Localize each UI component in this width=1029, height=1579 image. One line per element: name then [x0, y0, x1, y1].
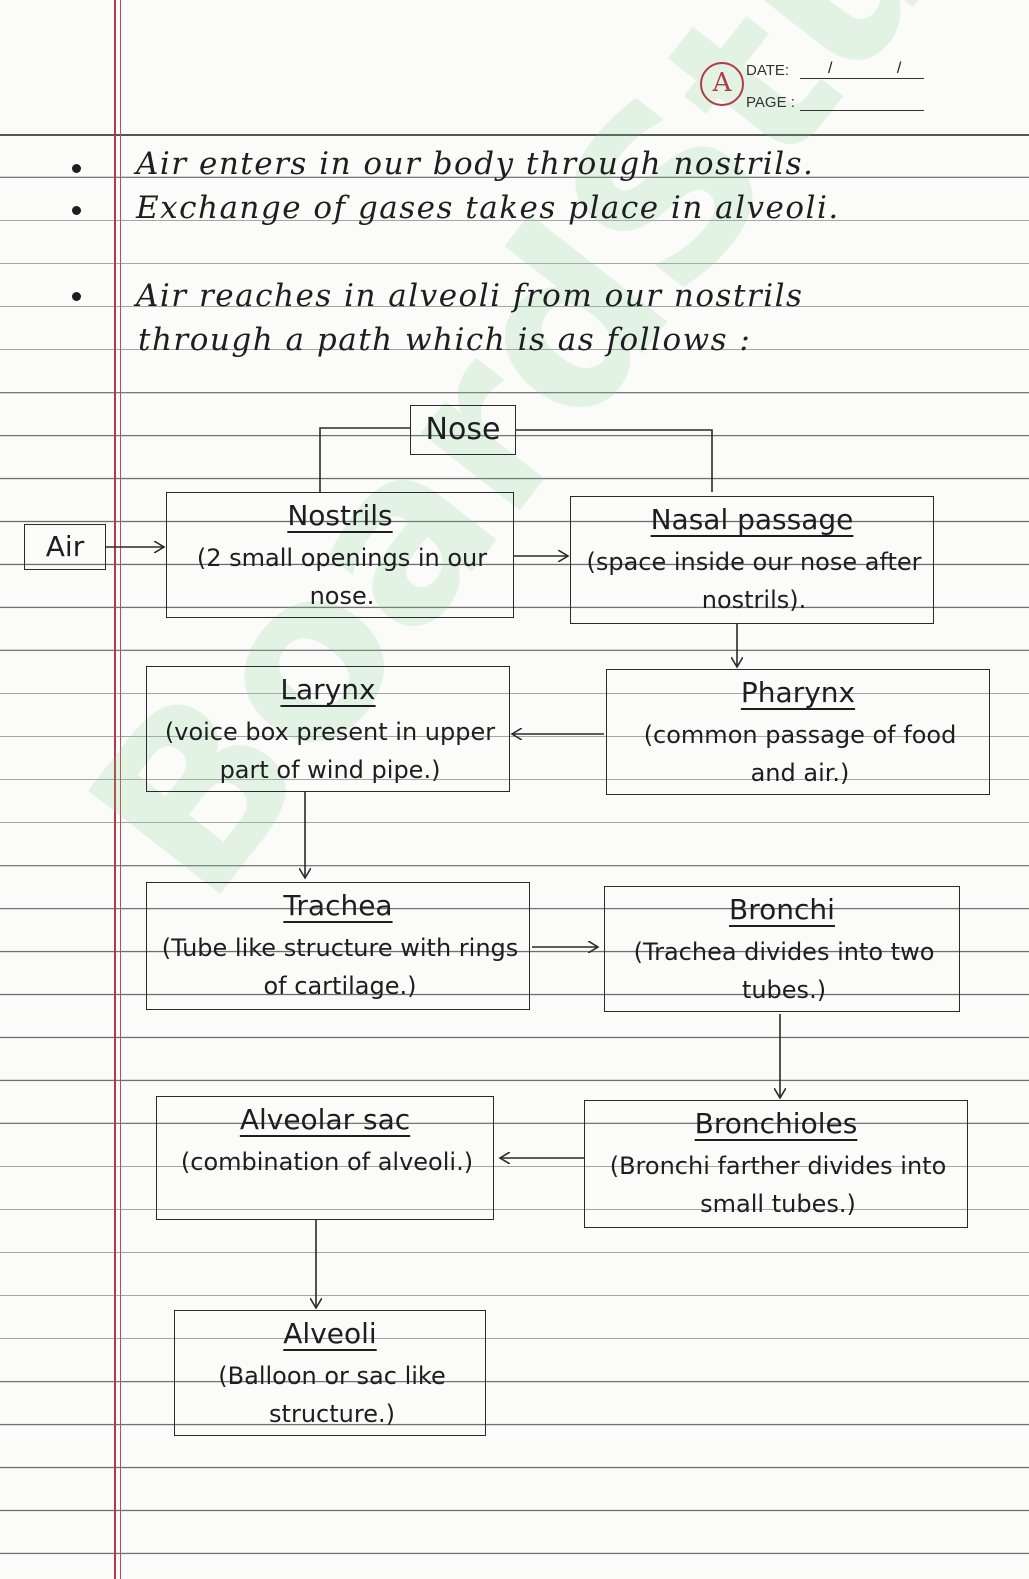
- trachea-title: Trachea: [283, 889, 393, 922]
- larynx-title: Larynx: [280, 673, 376, 706]
- alveolar-sac-title: Alveolar sac: [239, 1103, 411, 1136]
- bullet-dot: [72, 292, 81, 301]
- larynx-box: Larynx (voice box present in upper part …: [146, 666, 510, 792]
- margin-line-inner: [120, 0, 121, 1579]
- date-label: DATE:: [746, 62, 790, 79]
- margin-line: [114, 0, 116, 1579]
- bullet-text-1: Air enters in our body through nostrils.: [136, 146, 815, 182]
- alveoli-title: Alveoli: [283, 1317, 377, 1350]
- header-rule: [0, 134, 1029, 136]
- nose-box: Nose: [410, 405, 516, 455]
- nasal-passage-box: Nasal passage (space inside our nose aft…: [570, 496, 934, 624]
- nasal-passage-title: Nasal passage: [650, 503, 854, 536]
- bullet-dot: [72, 164, 81, 173]
- pharynx-desc: (common passage of food and air.): [643, 721, 957, 787]
- page-header-area: [0, 0, 1029, 135]
- nose-connector-left: [319, 427, 410, 492]
- alveoli-desc: (Balloon or sac like structure.): [218, 1362, 446, 1428]
- bronchi-title: Bronchi: [729, 893, 835, 926]
- page-line: [800, 110, 924, 111]
- nostrils-title: Nostrils: [287, 499, 393, 532]
- bronchi-box: Bronchi (Trachea divides into two tubes.…: [604, 886, 960, 1012]
- nasal-passage-desc: (space inside our nose after nostrils).: [586, 548, 922, 614]
- alveolar-sac-box: Alveolar sac (combination of alveoli.): [156, 1096, 494, 1220]
- nose-connector-right: [516, 429, 713, 492]
- pharynx-title: Pharynx: [740, 676, 856, 709]
- bronchioles-box: Bronchioles (Bronchi farther divides int…: [584, 1100, 968, 1228]
- trachea-box: Trachea (Tube like structure with rings …: [146, 882, 530, 1010]
- bullet-dot: [72, 206, 81, 215]
- alveolar-sac-desc: (combination of alveoli.): [180, 1148, 474, 1176]
- bronchioles-desc: (Bronchi farther divides into small tube…: [609, 1152, 947, 1218]
- alveoli-box: Alveoli (Balloon or sac like structure.): [174, 1310, 486, 1436]
- page-label: PAGE :: [746, 94, 795, 111]
- bronchioles-title: Bronchioles: [694, 1107, 858, 1140]
- pharynx-box: Pharynx (common passage of food and air.…: [606, 669, 990, 795]
- bullet-text-3-cont: through a path which is as follows :: [138, 322, 752, 358]
- date-page-block: A DATE: / / PAGE :: [700, 58, 940, 118]
- bullet-text-2: Exchange of gases takes place in alveoli…: [136, 190, 840, 226]
- nostrils-desc: (2 small openings in our nose.: [196, 544, 488, 610]
- bullet-text-3: Air reaches in alveoli from our nostrils: [136, 278, 804, 314]
- air-box: Air: [24, 524, 106, 570]
- larynx-desc: (voice box present in upper part of wind…: [164, 718, 496, 784]
- date-value: / /: [828, 60, 932, 77]
- date-line: [800, 78, 924, 79]
- trachea-desc: (Tube like structure with rings of carti…: [161, 934, 519, 1000]
- bronchi-desc: (Trachea divides into two tubes.): [633, 938, 935, 1004]
- notebook-logo-icon: A: [700, 62, 744, 106]
- nostrils-box: Nostrils (2 small openings in our nose.: [166, 492, 514, 618]
